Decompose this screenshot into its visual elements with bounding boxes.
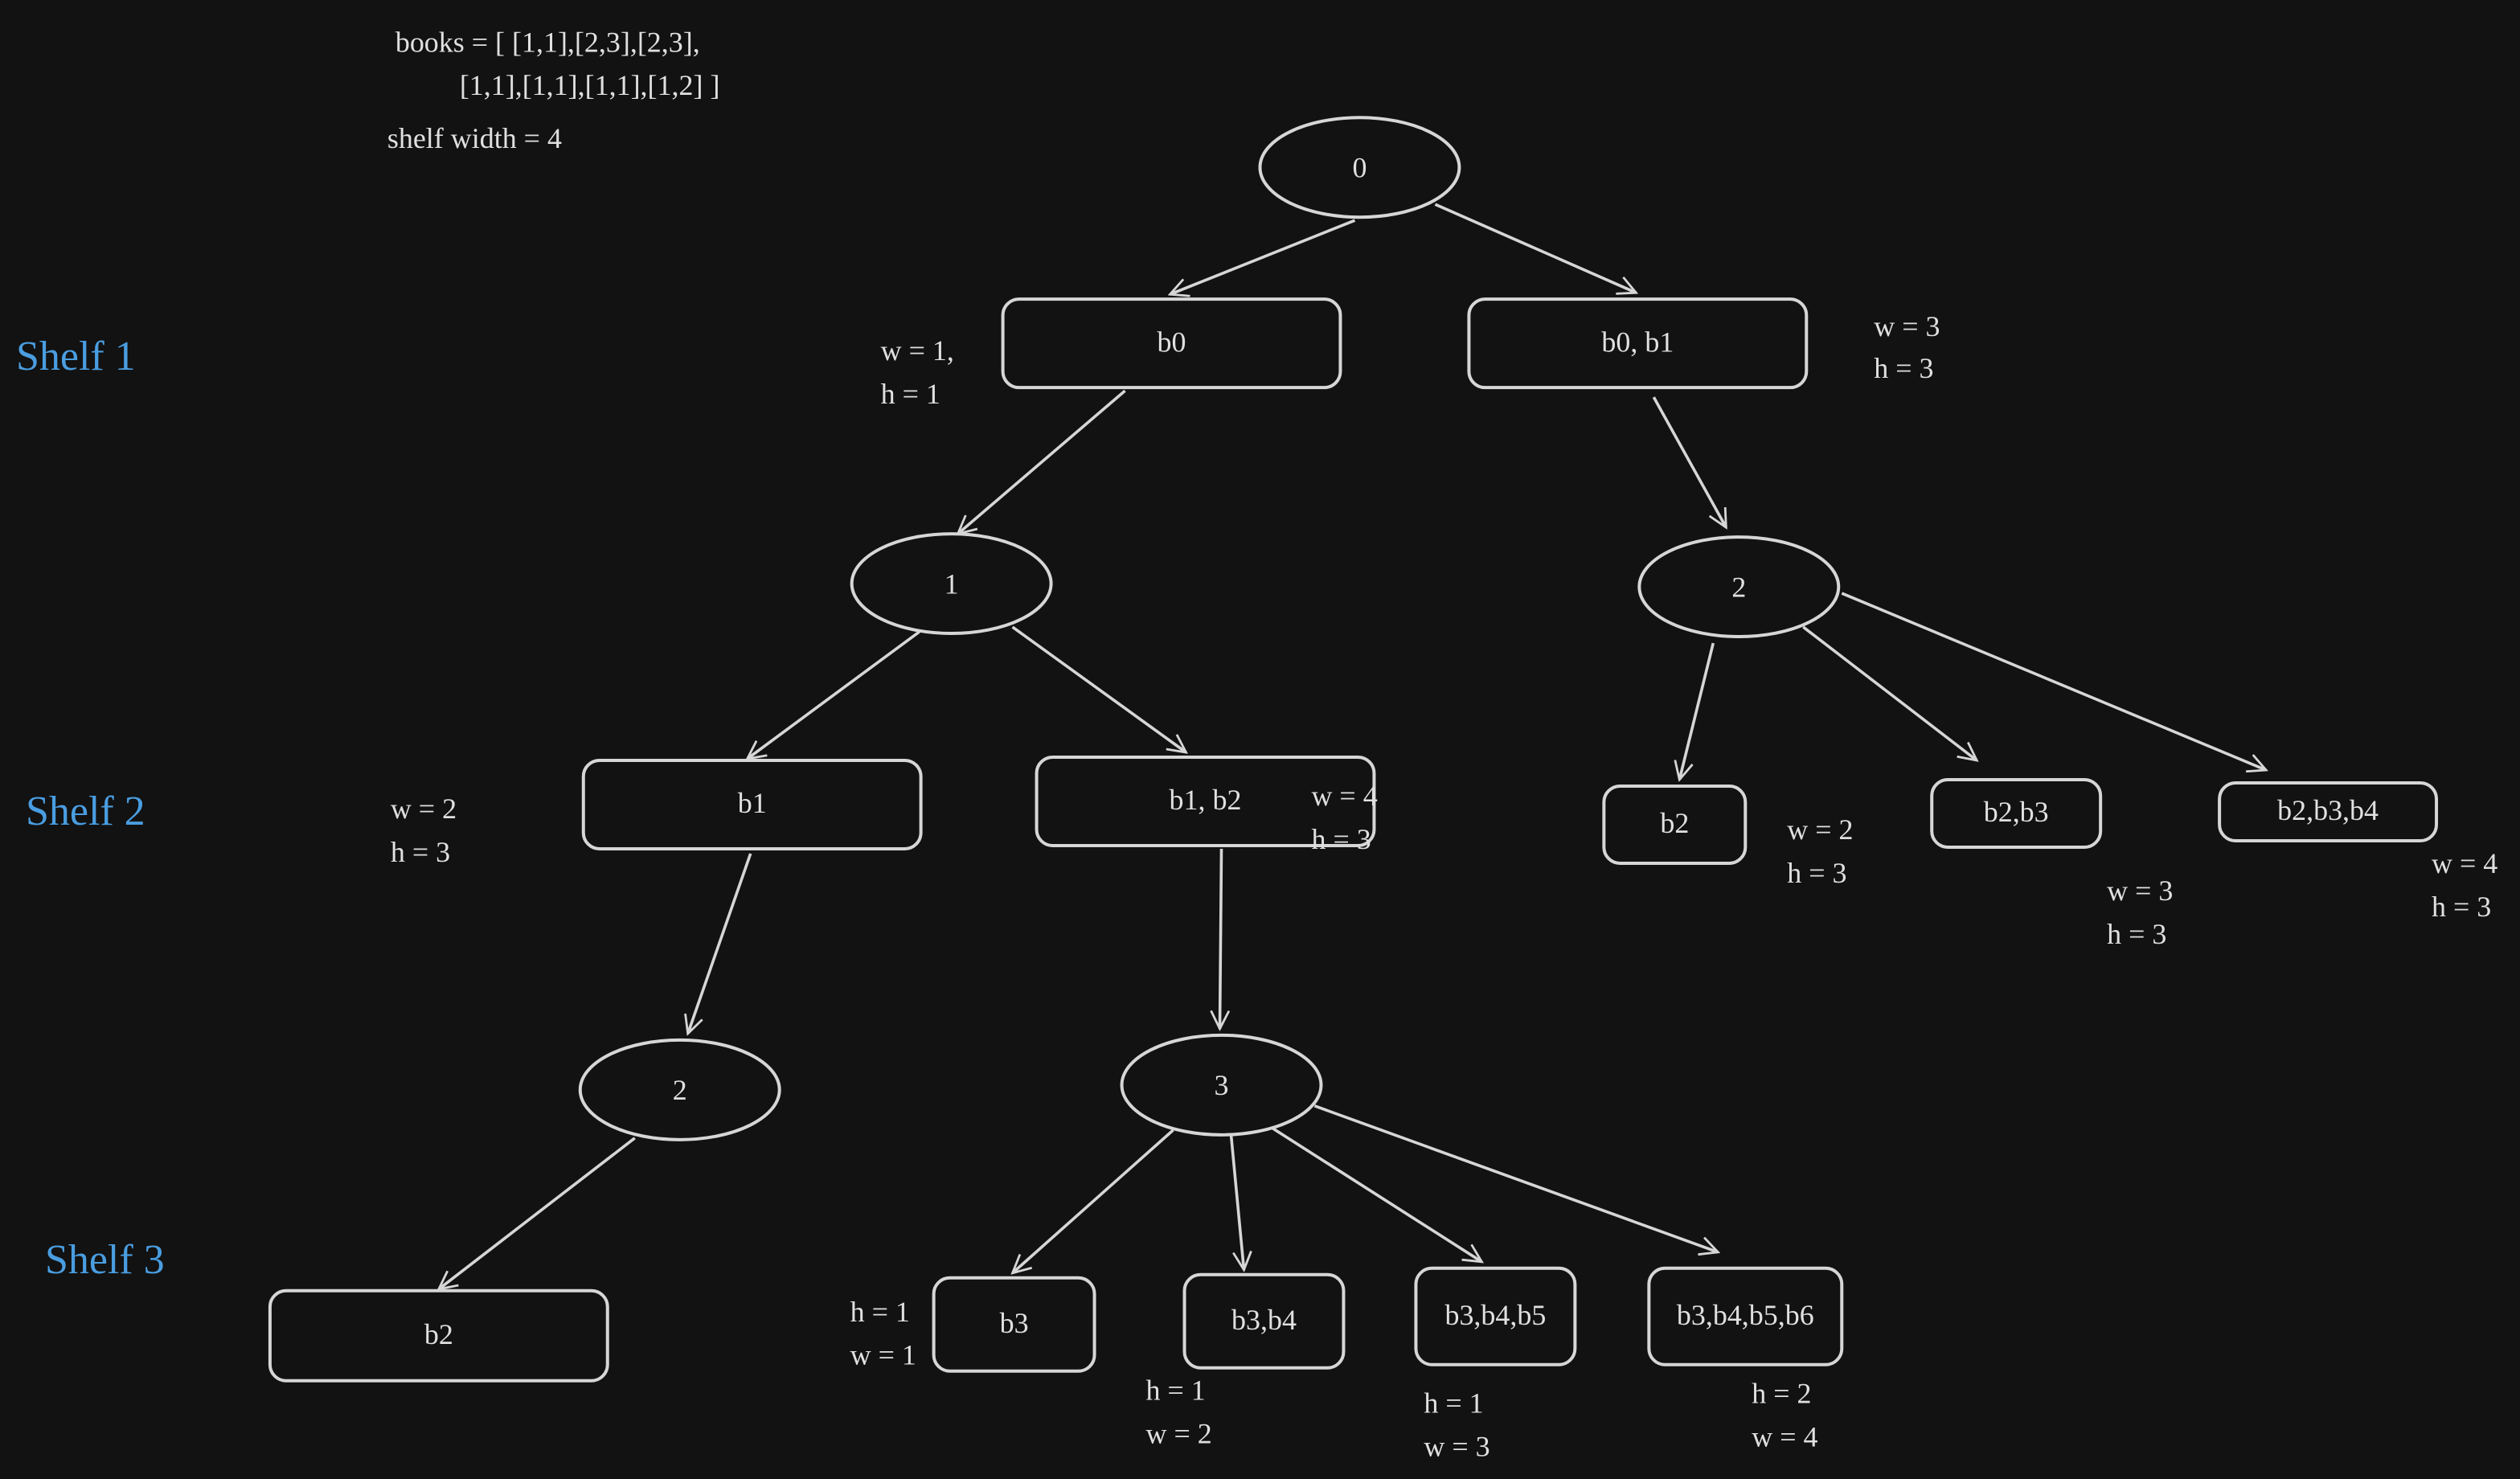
annotation-b3b4b5-h: h = 1 bbox=[1424, 1387, 1483, 1420]
choice-box-b1: b1 bbox=[581, 758, 923, 850]
ellipse-shape bbox=[850, 532, 1053, 636]
node-label: 3 bbox=[1215, 1069, 1229, 1101]
annotation-b2r-w: w = 2 bbox=[1787, 813, 1853, 846]
ellipse-shape bbox=[578, 1038, 781, 1141]
choice-box-b2l: b2 bbox=[268, 1288, 609, 1383]
box-label: b2,b3,b4 bbox=[2277, 794, 2379, 826]
arrow-edge bbox=[1652, 396, 1727, 527]
state-node-n2l: 2 bbox=[578, 1038, 781, 1141]
annotation-b3-h: h = 1 bbox=[850, 1296, 910, 1328]
state-node-n3: 3 bbox=[1120, 1033, 1323, 1137]
box-label: b3,b4,b5,b6 bbox=[1677, 1299, 1814, 1331]
state-node-n1: 1 bbox=[850, 532, 1053, 636]
annotation-b1b2-h: h = 3 bbox=[1311, 823, 1371, 855]
box-label: b2 bbox=[424, 1318, 453, 1350]
arrow-edge bbox=[1170, 219, 1356, 294]
arrow-edge bbox=[748, 630, 920, 759]
node-label: 0 bbox=[1352, 151, 1367, 183]
annotation-b0b1-h: h = 3 bbox=[1874, 352, 1933, 384]
ellipse-shape bbox=[1120, 1033, 1323, 1137]
box-label: b3,b4 bbox=[1231, 1304, 1297, 1336]
arrow-edge bbox=[1802, 625, 1977, 760]
arrow-edge bbox=[1679, 642, 1715, 780]
annotation-b0-h: h = 1 bbox=[881, 378, 940, 410]
annotation-b0b1-w: w = 3 bbox=[1874, 310, 1940, 342]
box-label: b3 bbox=[1000, 1307, 1029, 1339]
node-label: 2 bbox=[1731, 571, 1746, 603]
annotation-b3b4-h: h = 1 bbox=[1146, 1375, 1206, 1407]
box-shape bbox=[1414, 1266, 1577, 1366]
choice-box-b3b4: b3,b4 bbox=[1182, 1272, 1346, 1370]
arrow-edge bbox=[958, 389, 1126, 534]
annotation-b2b3b4-h: h = 3 bbox=[2432, 891, 2491, 923]
arrow-edge bbox=[1011, 625, 1186, 752]
choice-box-b0: b0 bbox=[1001, 297, 1342, 390]
arrow-edge bbox=[1841, 592, 2266, 770]
box-shape bbox=[2218, 780, 2439, 842]
box-shape bbox=[1035, 755, 1376, 847]
box-shape bbox=[1930, 777, 2103, 849]
box-label: b0, b1 bbox=[1601, 326, 1674, 358]
box-shape bbox=[1001, 297, 1342, 390]
shelf-3-label: Shelf 3 bbox=[45, 1237, 165, 1283]
box-shape bbox=[1602, 784, 1748, 865]
state-node-n0: 0 bbox=[1258, 116, 1461, 219]
books-line-2: [1,1],[1,1],[1,1],[1,2] ] bbox=[460, 69, 720, 101]
box-label: b1, b2 bbox=[1170, 784, 1242, 816]
annotation-b2r-h: h = 3 bbox=[1787, 857, 1846, 889]
annotation-b2b3-h: h = 3 bbox=[2107, 918, 2166, 950]
annotation-b1-w: w = 2 bbox=[391, 793, 457, 825]
annotation-b1-h: h = 3 bbox=[391, 836, 450, 868]
choice-box-b2b3b4: b2,b3,b4 bbox=[2218, 780, 2439, 842]
annotation-b3b4b5b6-w: w = 4 bbox=[1752, 1421, 1817, 1453]
node-label: 2 bbox=[673, 1074, 687, 1106]
choice-box-b3b4b5: b3,b4,b5 bbox=[1414, 1266, 1577, 1366]
arrow-edge bbox=[1313, 1104, 1718, 1252]
node-label: 1 bbox=[944, 567, 959, 600]
ellipse-shape bbox=[1637, 535, 1841, 639]
choice-box-b2b3: b2,b3 bbox=[1930, 777, 2103, 849]
annotation-b3b4-w: w = 2 bbox=[1146, 1418, 1212, 1450]
arrow-edge bbox=[688, 853, 752, 1034]
box-label: b2 bbox=[1660, 807, 1689, 839]
box-label: b3,b4,b5 bbox=[1444, 1299, 1546, 1331]
shelf-width-label: shelf width = 4 bbox=[387, 122, 562, 154]
box-shape bbox=[1182, 1272, 1346, 1370]
box-label: b0 bbox=[1158, 326, 1186, 358]
annotation-b0-w: w = 1, bbox=[881, 334, 954, 367]
books-line-1: books = [ [1,1],[2,3],[2,3], bbox=[395, 26, 700, 58]
box-shape bbox=[932, 1276, 1096, 1373]
box-label: b2,b3 bbox=[1984, 796, 2049, 828]
annotation-b3-w: w = 1 bbox=[850, 1339, 916, 1371]
arrow-edge bbox=[439, 1137, 636, 1289]
shelf-2-label: Shelf 2 bbox=[26, 789, 145, 834]
state-node-n2r: 2 bbox=[1637, 535, 1841, 639]
box-label: b1 bbox=[738, 787, 767, 819]
arrow-edge bbox=[1272, 1127, 1481, 1262]
choice-box-b0b1: b0, b1 bbox=[1467, 297, 1809, 390]
arrow-edge bbox=[1220, 848, 1222, 1029]
box-shape bbox=[268, 1288, 609, 1383]
annotation-b1b2-w: w = 4 bbox=[1311, 780, 1377, 812]
choice-box-b3: b3 bbox=[932, 1276, 1096, 1373]
arrow-edge bbox=[1013, 1129, 1174, 1273]
choice-box-b3b4b5b6: b3,b4,b5,b6 bbox=[1647, 1266, 1844, 1366]
shelf-1-label: Shelf 1 bbox=[16, 334, 136, 379]
box-shape bbox=[581, 758, 923, 850]
ellipse-shape bbox=[1258, 116, 1461, 219]
arrow-edge bbox=[1229, 1134, 1244, 1270]
box-shape bbox=[1647, 1266, 1844, 1366]
arrow-edge bbox=[1434, 203, 1636, 293]
box-shape bbox=[1467, 297, 1809, 390]
choice-box-b2r: b2 bbox=[1602, 784, 1748, 865]
annotation-b3b4b5b6-h: h = 2 bbox=[1752, 1378, 1811, 1410]
annotation-b3b4b5-w: w = 3 bbox=[1424, 1431, 1489, 1463]
annotation-b2b3b4-w: w = 4 bbox=[2432, 847, 2497, 879]
choice-box-b1b2: b1, b2 bbox=[1035, 755, 1376, 847]
annotation-b2b3-w: w = 3 bbox=[2107, 875, 2173, 907]
